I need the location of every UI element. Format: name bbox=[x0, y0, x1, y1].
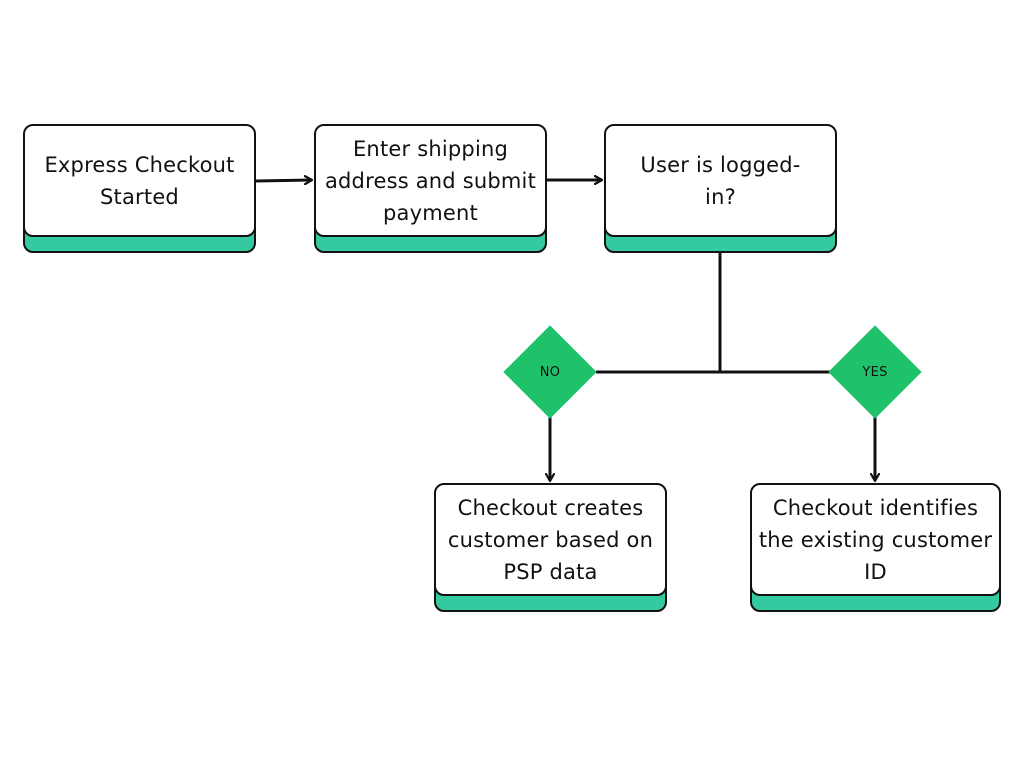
decision-yes: YES bbox=[828, 325, 922, 419]
decision-label: NO bbox=[539, 364, 561, 380]
node-label: Checkout creates customer based on PSP d… bbox=[447, 495, 654, 584]
node-checkout-creates-customer: Checkout creates customer based on PSP d… bbox=[434, 483, 667, 612]
node-express-checkout-started: Express Checkout Started bbox=[23, 124, 256, 253]
decision-label: YES bbox=[862, 364, 888, 380]
node-checkout-identifies-customer: Checkout identifies the existing custome… bbox=[750, 483, 1001, 612]
node-label: Express Checkout Started bbox=[44, 152, 235, 209]
node-label: User is logged-in? bbox=[640, 152, 801, 209]
arrow-started-to-shipping bbox=[255, 180, 312, 181]
node-label: Checkout identifies the existing custome… bbox=[758, 495, 993, 584]
node-box: Checkout identifies the existing custome… bbox=[750, 483, 1001, 596]
decision-no: NO bbox=[503, 325, 597, 419]
node-box: Checkout creates customer based on PSP d… bbox=[434, 483, 667, 596]
node-enter-shipping-address: Enter shipping address and submit paymen… bbox=[314, 124, 547, 253]
node-label: Enter shipping address and submit paymen… bbox=[324, 136, 537, 225]
node-box: Express Checkout Started bbox=[23, 124, 256, 237]
node-box: User is logged-in? bbox=[604, 124, 837, 237]
node-user-logged-in-question: User is logged-in? bbox=[604, 124, 837, 253]
node-box: Enter shipping address and submit paymen… bbox=[314, 124, 547, 237]
